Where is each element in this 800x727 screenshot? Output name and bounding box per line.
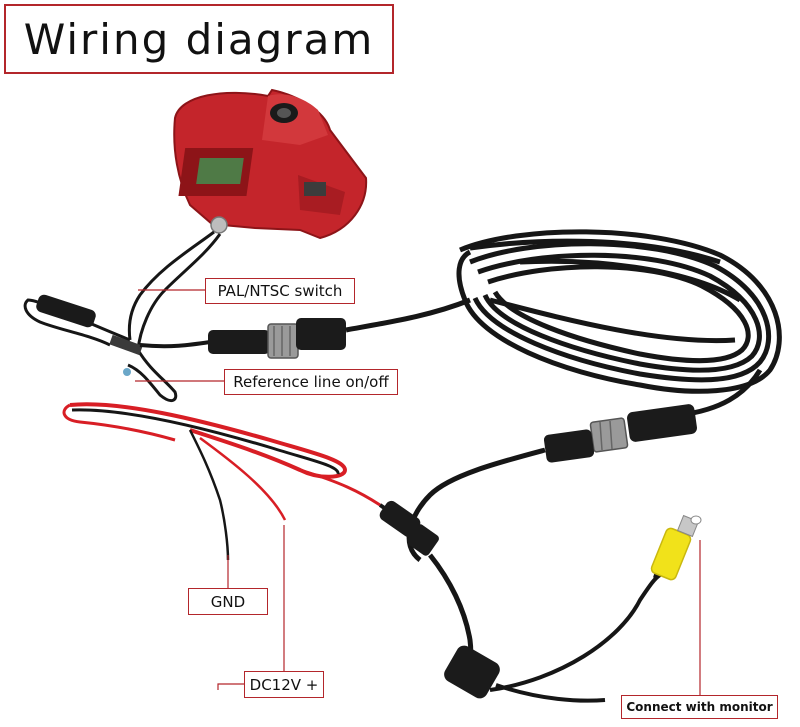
dc12v-text: DC12V +	[249, 675, 319, 694]
power-wire-icon	[62, 402, 422, 561]
dc12v-label: DC12V +	[244, 671, 324, 698]
connect-monitor-text: Connect with monitor	[626, 700, 773, 714]
leader-line-dc-tail	[217, 683, 244, 690]
aviation-connector-icon	[139, 297, 471, 359]
camera-icon	[173, 88, 368, 240]
inline-connector-icon	[379, 500, 474, 673]
gnd-label: GND	[188, 588, 268, 615]
extension-cable-icon	[406, 368, 763, 562]
diagram-title-box: Wiring diagram	[4, 4, 394, 74]
reference-line-label: Reference line on/off	[224, 369, 398, 395]
connect-monitor-label: Connect with monitor	[621, 695, 778, 719]
gnd-text: GND	[210, 592, 246, 611]
diagram-title: Wiring diagram	[23, 14, 375, 64]
cable-coil-icon	[456, 229, 782, 394]
pal-ntsc-switch-label: PAL/NTSC switch	[205, 278, 355, 304]
switch-loop-connector-icon	[36, 294, 143, 376]
y-splitter-icon	[444, 573, 662, 703]
rca-plug-icon	[650, 514, 702, 581]
pal-ntsc-switch-text: PAL/NTSC switch	[217, 282, 343, 300]
reference-line-text: Reference line on/off	[233, 373, 389, 391]
